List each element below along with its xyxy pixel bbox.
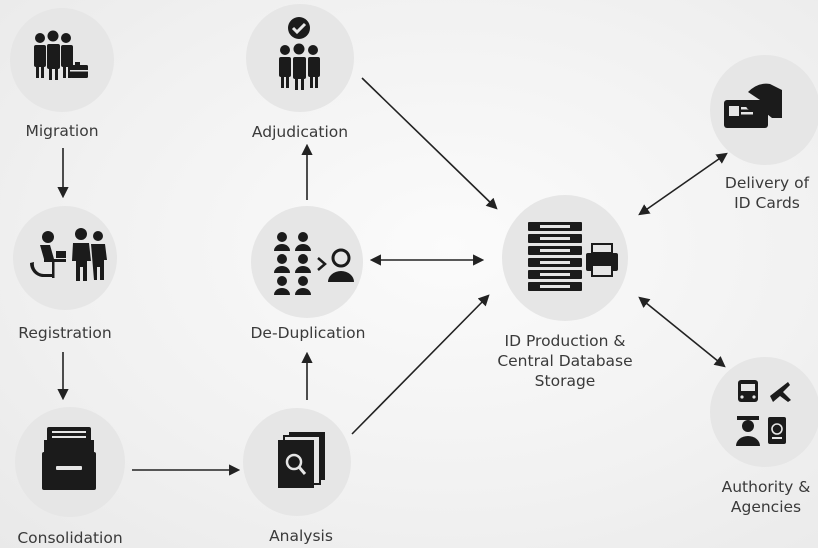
authority-circle [710,357,818,467]
arrow-adjudication-to-central [361,77,498,210]
file-drawer-icon [42,427,96,490]
document-search-icon [278,432,325,488]
hand-with-id-card-icon [724,83,782,128]
delivery-label: Delivery of ID Cards [716,173,818,213]
authority-label-line2: Agencies [730,498,802,516]
migration-label: Migration [25,122,99,140]
adjudication-label: Adjudication [251,123,349,141]
face-matching-icon [274,232,354,295]
consolidation-label: Consolidation [17,529,123,547]
arrow-central-delivery [638,152,728,216]
central-label-line2: Central Database [497,352,633,370]
delivery-label-line1: Delivery of [724,174,810,192]
server-printer-icon [528,222,618,291]
central-label-line1: ID Production & [504,332,626,350]
person-at-desk-icon [29,228,107,281]
arrow-central-authority [638,296,726,368]
registration-label: Registration [18,324,112,342]
deduplication-label: De-Duplication [250,324,366,342]
authority-label: Authority & Agencies [714,477,818,517]
delivery-label-line2: ID Cards [734,194,800,212]
authority-label-line1: Authority & [721,478,811,496]
transport-and-officer-icon [736,380,791,446]
approved-group-icon [279,17,320,90]
arrow-analysis-to-central [351,294,490,435]
central-label-line3: Storage [534,372,596,390]
central-label: ID Production & Central Database Storage [490,331,640,391]
analysis-label: Analysis [269,527,333,545]
group-with-briefcase-icon [34,30,88,80]
